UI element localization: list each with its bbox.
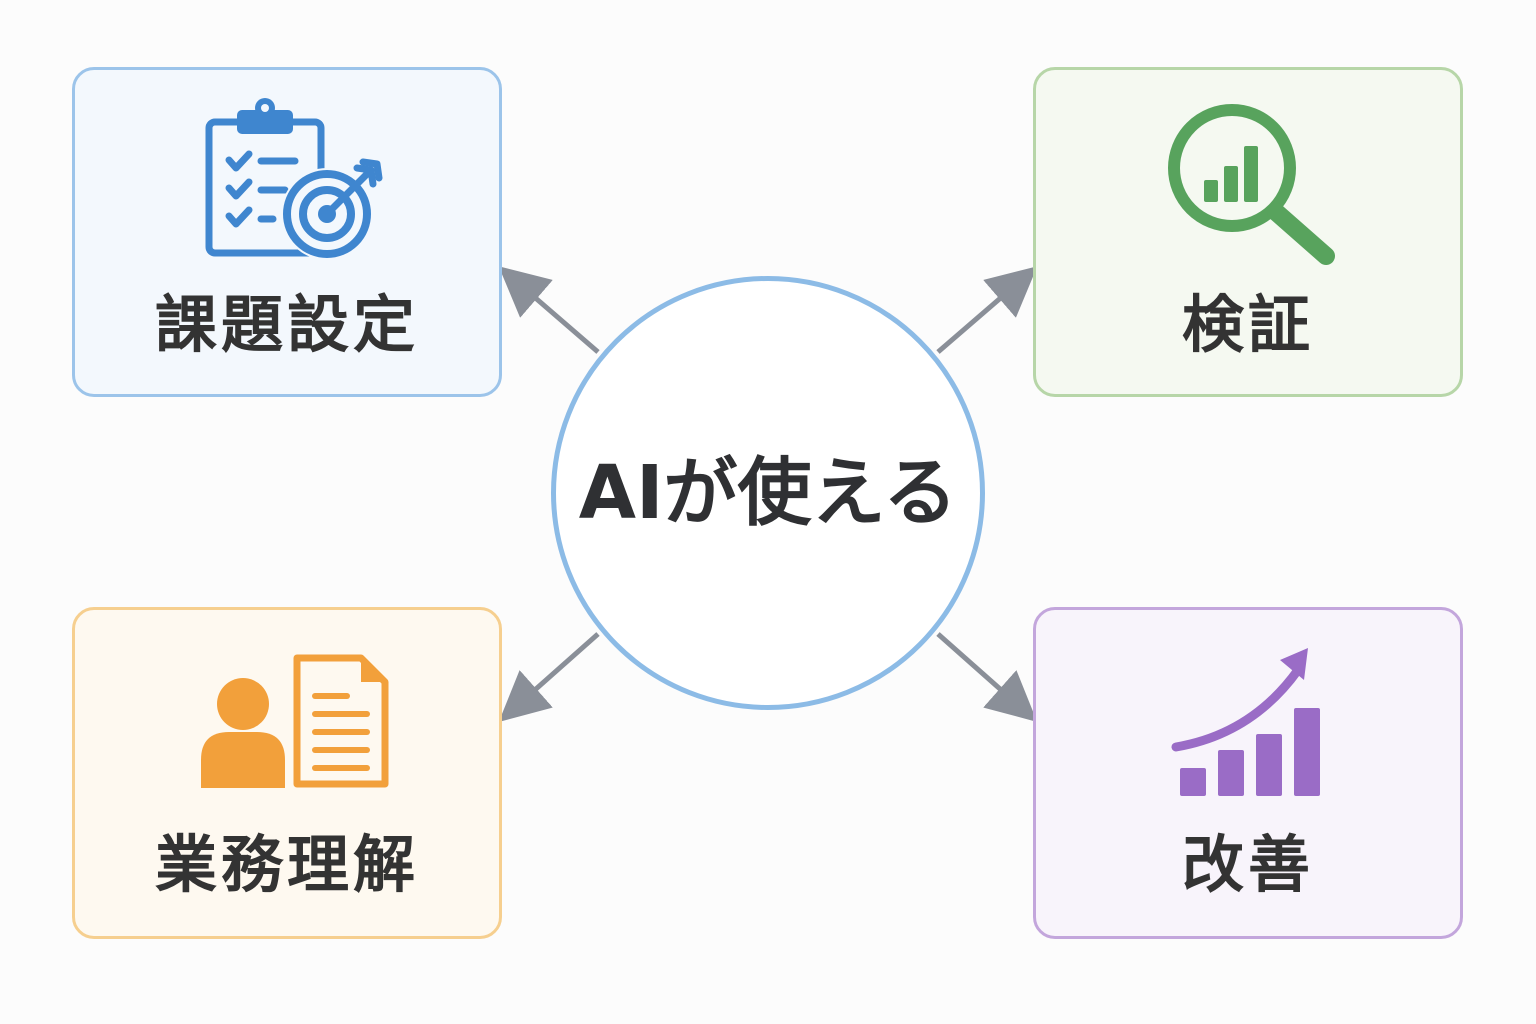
arrow-to-top-right	[936, 266, 1038, 354]
arrow-to-top-left	[498, 266, 600, 354]
node-label: 業務理解	[154, 828, 419, 901]
node-label: 検証	[1181, 288, 1314, 361]
growth-chart-icon	[1171, 648, 1320, 796]
node-label: 改善	[1181, 828, 1314, 901]
center-circle: AIが使える	[551, 276, 985, 710]
node-task-setting: 課題設定	[72, 67, 502, 397]
center-label: AIが使える	[578, 450, 958, 536]
clipboard-target-icon	[205, 98, 383, 260]
arrow-to-bottom-left	[498, 632, 600, 722]
magnifier-chart-icon	[1168, 104, 1335, 265]
node-verification: 検証	[1033, 67, 1463, 397]
node-business-understanding: 業務理解	[72, 607, 502, 939]
node-label: 課題設定	[154, 288, 419, 361]
node-improvement: 改善	[1033, 607, 1463, 939]
person-document-icon	[201, 654, 389, 788]
arrow-to-bottom-right	[936, 632, 1038, 722]
